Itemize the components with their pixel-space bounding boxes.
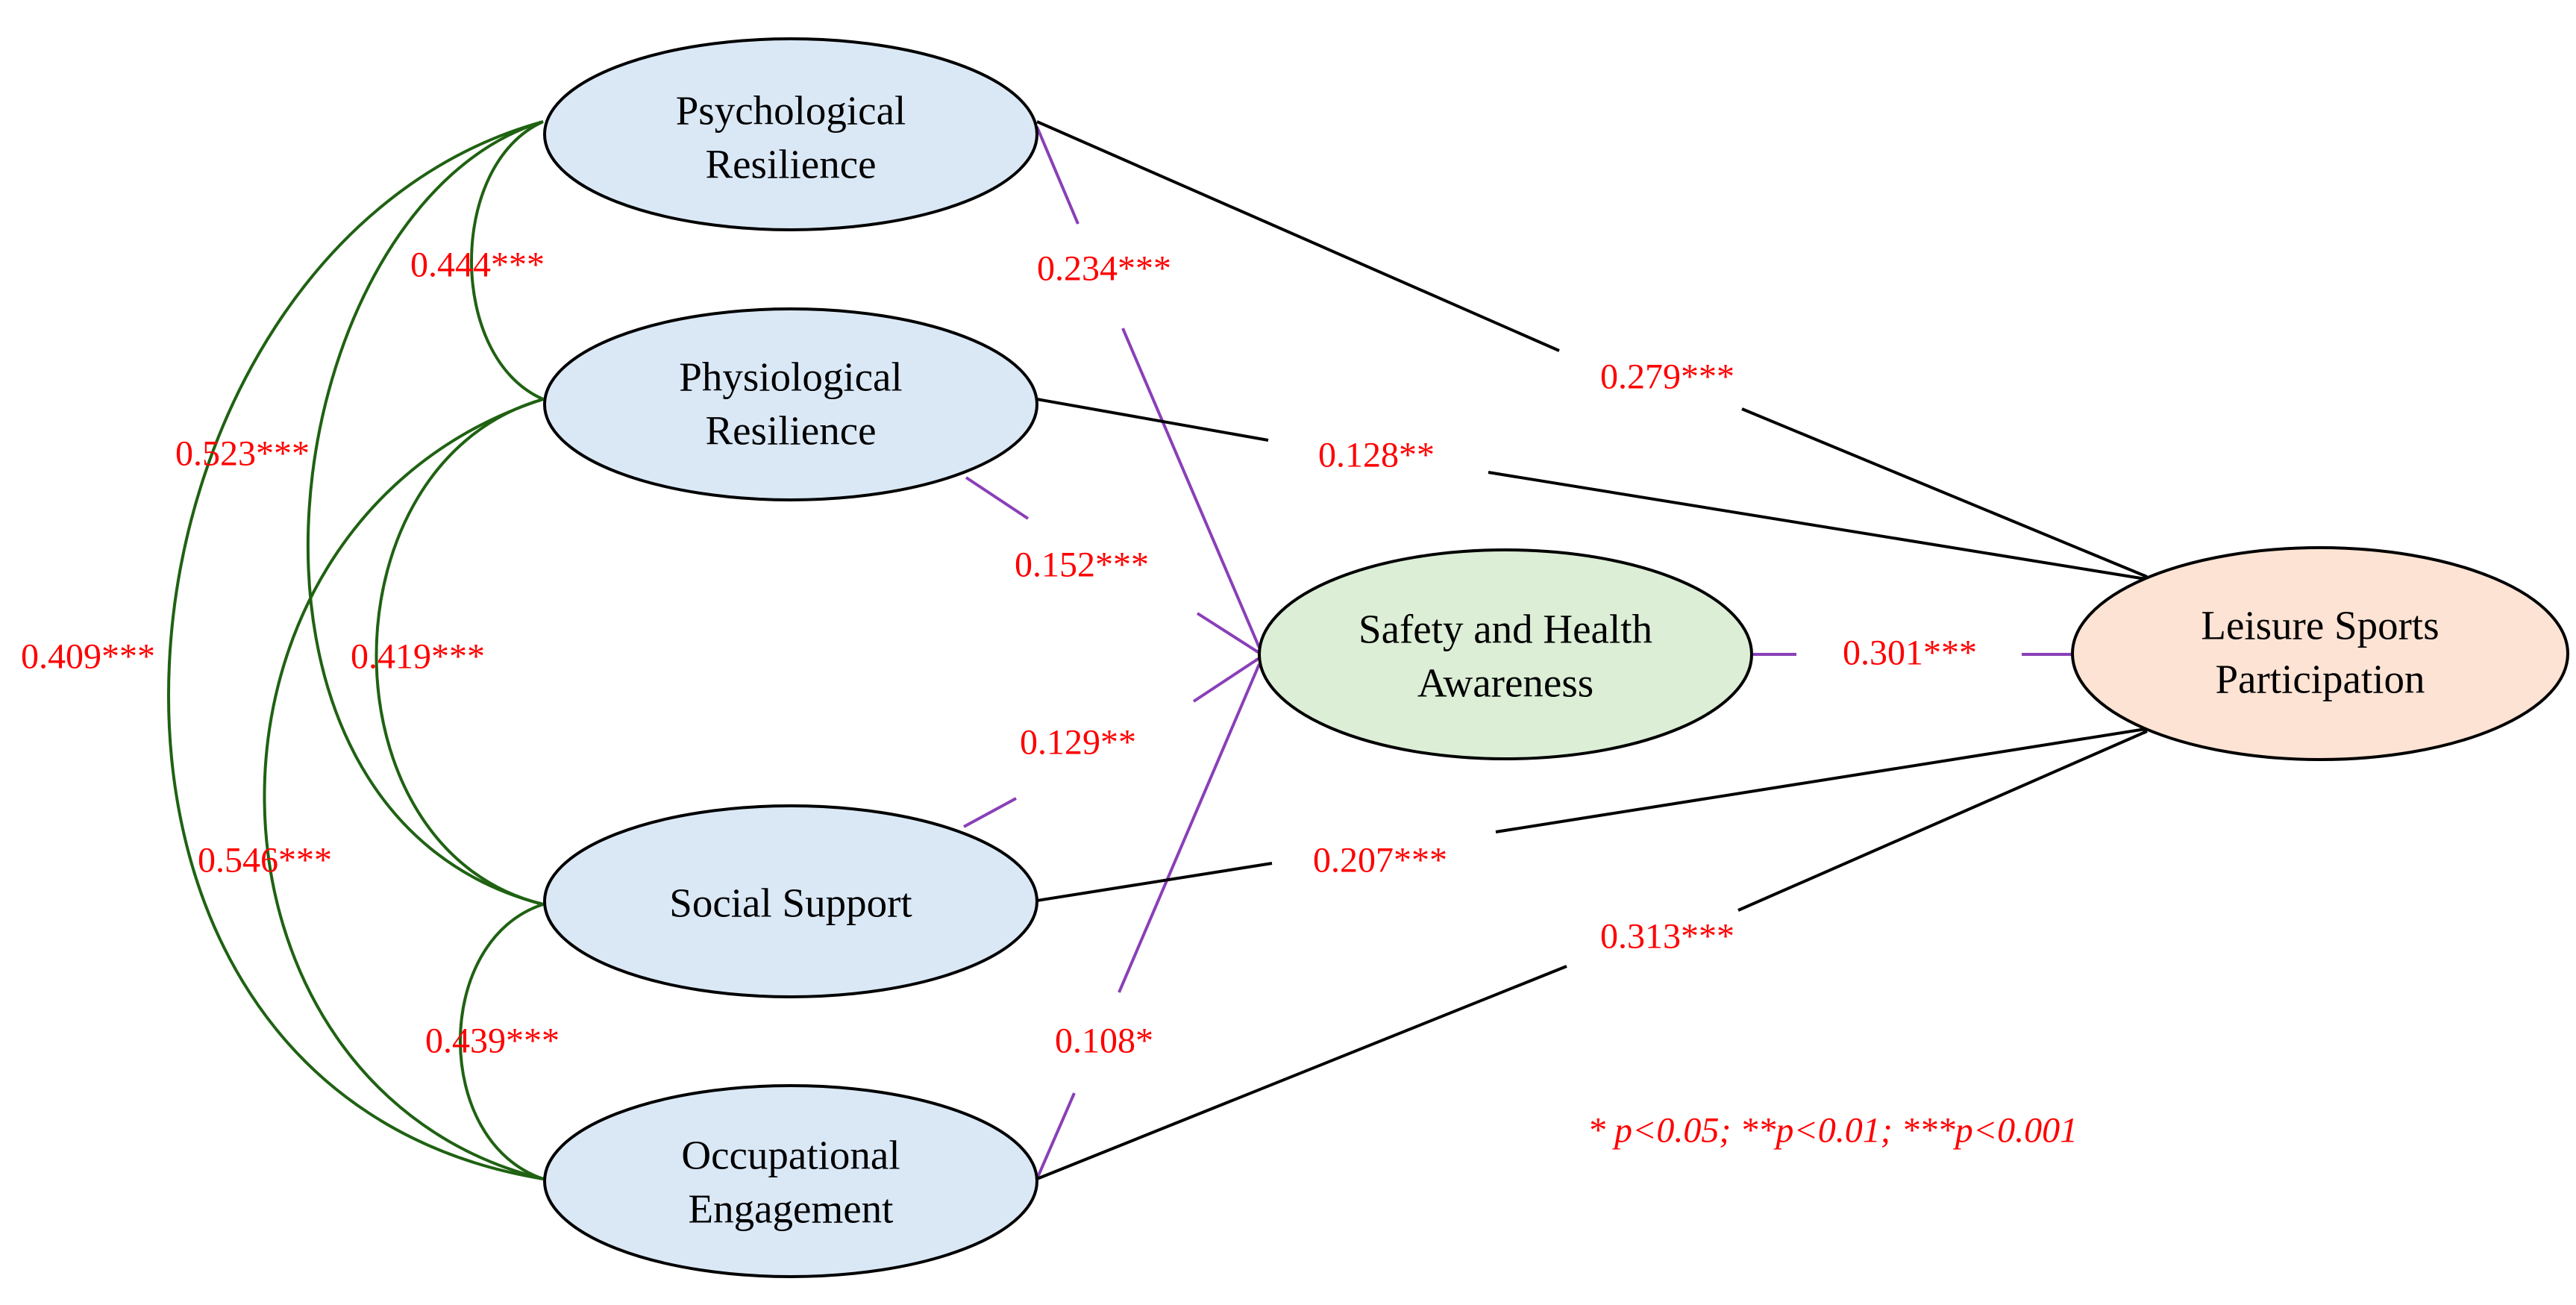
- coef-psych-to-safety: 0.234***: [1037, 249, 1171, 289]
- node-label-line2: Awareness: [1417, 660, 1593, 706]
- coef-physio-to-safety: 0.152***: [1015, 545, 1149, 585]
- path-occup-to-safety-upper: [1118, 663, 1261, 993]
- coef-social-to-safety: 0.129**: [1020, 723, 1136, 763]
- covariance-physio-social: [375, 398, 544, 906]
- covariance-psych-social: [307, 120, 544, 906]
- coef-psych-occup: 0.409***: [21, 637, 155, 677]
- coef-psych-to-leisure: 0.279***: [1600, 357, 1734, 397]
- node-label-line1: Physiological: [679, 354, 902, 400]
- coef-physio-occup: 0.546***: [198, 841, 332, 880]
- node-label-line1: Safety and Health: [1358, 607, 1652, 652]
- covariance-labels: 0.444*** 0.523*** 0.409*** 0.419*** 0.54…: [21, 245, 560, 1061]
- path-psych-to-safety: [1035, 126, 1079, 225]
- node-label-line2: Engagement: [689, 1186, 894, 1232]
- node-label-line1: Psychological: [676, 88, 906, 134]
- coef-physio-to-leisure: 0.128**: [1318, 436, 1435, 475]
- node-label-line1: Occupational: [681, 1133, 900, 1178]
- covariance-psych-occup: [167, 120, 544, 1180]
- node-occupational-engagement: Occupational Engagement: [543, 1084, 1038, 1278]
- path-psych-to-leisure: [1036, 120, 1560, 352]
- leisure-path-labels: 0.279*** 0.128** 0.301*** 0.207*** 0.313…: [1313, 357, 1977, 957]
- node-label-line2: Resilience: [705, 142, 876, 187]
- path-psych-to-leisure-lower: [1741, 407, 2148, 578]
- node-label-line2: Participation: [2215, 657, 2425, 702]
- path-physio-to-safety-lower: [1196, 612, 1261, 654]
- path-social-to-leisure-right: [1495, 727, 2146, 833]
- node-social-support: Social Support: [543, 804, 1038, 998]
- node-label-line1: Social Support: [669, 880, 912, 926]
- node-label-line1: Leisure Sports: [2201, 603, 2439, 648]
- node-label-line2: Resilience: [705, 408, 876, 454]
- node-safety-health-awareness: Safety and Health Awareness: [1258, 548, 1753, 760]
- safety-path-labels: 0.234*** 0.152*** 0.129** 0.108*: [1015, 249, 1171, 1061]
- path-social-to-safety: [963, 797, 1017, 828]
- path-occup-to-leisure-upper: [1737, 730, 2148, 912]
- coef-occup-to-safety: 0.108*: [1055, 1021, 1153, 1061]
- covariance-physio-occup: [263, 398, 544, 1180]
- coef-physio-social: 0.419***: [351, 637, 485, 677]
- significance-note: * p<0.05; **p<0.01; ***p<0.001: [1588, 1111, 2078, 1151]
- coef-psych-physio: 0.444***: [410, 245, 545, 285]
- path-physio-to-leisure-right: [1488, 471, 2146, 580]
- node-leisure-sports-participation: Leisure Sports Participation: [2071, 546, 2569, 761]
- coef-social-to-leisure: 0.207***: [1313, 841, 1447, 880]
- coef-social-occup: 0.439***: [425, 1021, 560, 1061]
- path-occup-to-safety: [1035, 1092, 1076, 1180]
- node-psychological-resilience: Psychological Resilience: [543, 37, 1038, 231]
- coef-psych-social: 0.523***: [175, 434, 310, 474]
- covariance-psych-physio: [470, 120, 544, 401]
- path-psych-to-safety-lower: [1121, 328, 1261, 648]
- path-occup-to-leisure: [1036, 965, 1567, 1180]
- covariance-social-occup: [459, 903, 544, 1180]
- path-physio-to-safety: [965, 476, 1030, 520]
- paths-to-safety: [963, 126, 2075, 1180]
- node-physiological-resilience: Physiological Resilience: [543, 307, 1038, 501]
- covariance-arrows: [167, 120, 544, 1180]
- paths-to-leisure: [1036, 120, 2148, 1180]
- path-social-to-leisure: [1036, 862, 1273, 902]
- path-physio-to-leisure: [1036, 398, 1269, 442]
- coef-safety-to-leisure: 0.301***: [1843, 633, 1977, 673]
- coef-occup-to-leisure: 0.313***: [1600, 917, 1734, 957]
- path-social-to-safety-upper: [1192, 657, 1261, 703]
